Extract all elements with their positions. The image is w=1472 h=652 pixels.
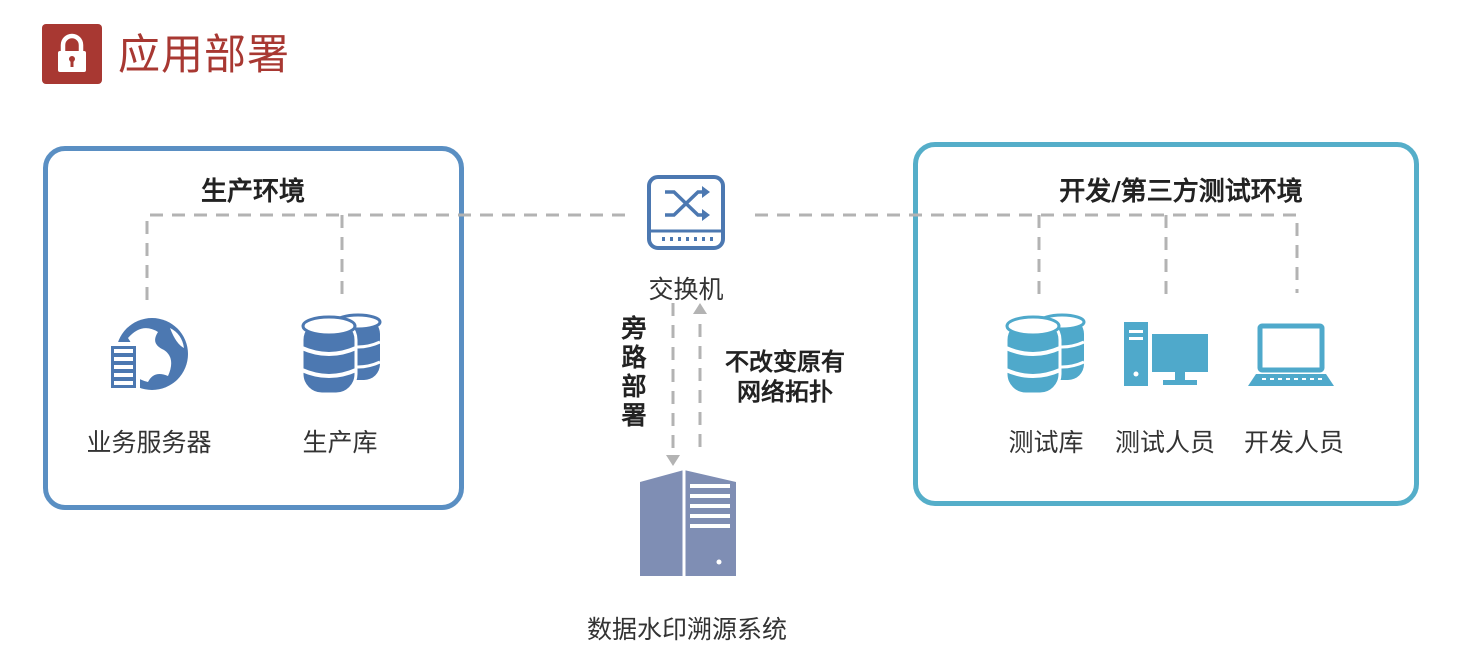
testing-environment-panel bbox=[913, 142, 1419, 506]
business-server-label: 业务服务器 bbox=[86, 428, 212, 457]
lock-icon bbox=[58, 33, 86, 72]
developer-label: 开发人员 bbox=[1243, 428, 1345, 457]
production-database-icon bbox=[300, 313, 382, 396]
watermark-server-icon bbox=[640, 470, 736, 576]
tester-desktop-icon bbox=[1124, 322, 1208, 386]
arrow-up-icon bbox=[693, 303, 707, 314]
topology-note-line2: 网络拓扑 bbox=[737, 378, 833, 406]
test-database-icon bbox=[1004, 313, 1086, 396]
tester-label: 测试人员 bbox=[1114, 428, 1216, 457]
production-database-label: 生产库 bbox=[302, 428, 378, 457]
bypass-deployment-label: 旁路部署 bbox=[621, 314, 647, 430]
production-environment-title: 生产环境 bbox=[200, 177, 306, 207]
page-title: 应用部署 bbox=[118, 30, 291, 79]
connector-left-trunk bbox=[145, 213, 632, 300]
topology-note-line1: 不改变原有 bbox=[725, 348, 845, 376]
connector-right-trunk bbox=[755, 213, 1299, 293]
switch-label: 交换机 bbox=[648, 275, 724, 304]
production-environment-panel bbox=[43, 146, 464, 510]
developer-laptop-icon bbox=[1248, 323, 1334, 386]
lock-badge bbox=[42, 24, 102, 84]
test-database-label: 测试库 bbox=[1008, 428, 1084, 457]
testing-environment-title: 开发/第三方测试环境 bbox=[1059, 177, 1303, 207]
business-server-icon bbox=[107, 318, 188, 392]
switch-icon bbox=[647, 175, 725, 250]
arrow-down-icon bbox=[666, 455, 680, 466]
dashed-connectors bbox=[145, 213, 1299, 456]
watermark-system-label: 数据水印溯源系统 bbox=[586, 615, 788, 644]
